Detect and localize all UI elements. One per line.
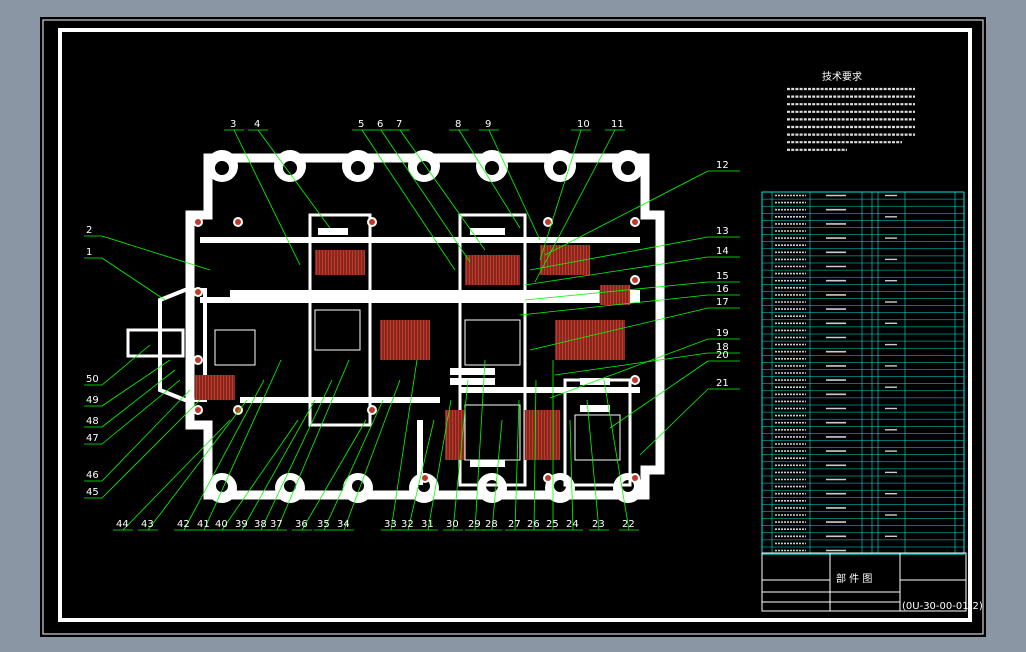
part-number-13: 13 <box>716 226 729 237</box>
part-number-46: 46 <box>86 470 99 481</box>
part-number-14: 14 <box>716 246 729 257</box>
part-number-6: 6 <box>377 119 383 130</box>
part-number-31: 31 <box>421 519 434 530</box>
part-number-17: 17 <box>716 297 729 308</box>
top-bolt-bosses <box>206 150 644 182</box>
part-number-32: 32 <box>401 519 414 530</box>
part-number-5: 5 <box>358 119 364 130</box>
part-number-26: 26 <box>527 519 540 530</box>
part-number-47: 47 <box>86 433 99 444</box>
part-number-36: 36 <box>295 519 308 530</box>
part-number-25: 25 <box>546 519 559 530</box>
part-number-35: 35 <box>317 519 330 530</box>
part-number-24: 24 <box>566 519 579 530</box>
part-number-42: 42 <box>177 519 190 530</box>
part-number-40: 40 <box>215 519 228 530</box>
part-number-48: 48 <box>86 416 99 427</box>
part-number-49: 49 <box>86 395 99 406</box>
title-block-code: (0U-30-00-01(2) <box>902 601 983 612</box>
part-number-34: 34 <box>337 519 350 530</box>
part-number-37: 37 <box>270 519 283 530</box>
part-number-7: 7 <box>396 119 402 130</box>
inner-wall-lower <box>240 387 640 485</box>
part-number-28: 28 <box>485 519 498 530</box>
part-number-9: 9 <box>485 119 491 130</box>
title-block-name: 部 件 图 <box>836 572 872 585</box>
tech-requirements-title: 技术要求 <box>822 70 862 83</box>
part-number-41: 41 <box>197 519 210 530</box>
part-number-22: 22 <box>622 519 635 530</box>
gear-core-b <box>464 404 521 461</box>
part-number-10: 10 <box>577 119 590 130</box>
inner-frame <box>58 28 972 622</box>
part-number-1: 1 <box>86 247 92 258</box>
part-number-44: 44 <box>116 519 129 530</box>
gear-core-c <box>314 309 361 351</box>
part-number-16: 16 <box>716 284 729 295</box>
shaft-3 <box>458 213 527 487</box>
part-number-21: 21 <box>716 378 729 389</box>
part-number-23: 23 <box>592 519 605 530</box>
part-number-4: 4 <box>254 119 260 130</box>
bolt-holes <box>193 217 640 483</box>
part-number-29: 29 <box>468 519 481 530</box>
part-number-8: 8 <box>455 119 461 130</box>
part-number-43: 43 <box>141 519 154 530</box>
part-leader-lines <box>84 129 740 531</box>
housing-outline <box>185 153 665 500</box>
gear-core-a <box>464 319 521 366</box>
part-number-18: 18 <box>716 342 729 353</box>
outer-frame <box>42 19 984 635</box>
shaft-1 <box>230 290 640 300</box>
part-number-39: 39 <box>235 519 248 530</box>
part-number-30: 30 <box>446 519 459 530</box>
part-number-50: 50 <box>86 374 99 385</box>
bill-of-materials-table <box>761 191 965 555</box>
part-number-3: 3 <box>230 119 236 130</box>
tech-requirements-text <box>787 87 915 151</box>
part-number-19: 19 <box>716 328 729 339</box>
part-number-15: 15 <box>716 271 729 282</box>
part-number-38: 38 <box>254 519 267 530</box>
part-number-20: 20 <box>716 350 729 361</box>
part-number-45: 45 <box>86 487 99 498</box>
part-number-27: 27 <box>508 519 521 530</box>
shaft-2 <box>308 213 372 427</box>
gear-core-d <box>574 414 621 461</box>
part-number-11: 11 <box>611 119 624 130</box>
part-number-12: 12 <box>716 160 729 171</box>
part-number-33: 33 <box>384 519 397 530</box>
input-shaft <box>126 328 185 358</box>
title-block: 部 件 图 (0U-30-00-01(2) <box>761 552 983 612</box>
gear-core-e <box>214 329 256 366</box>
part-number-2: 2 <box>86 225 92 236</box>
